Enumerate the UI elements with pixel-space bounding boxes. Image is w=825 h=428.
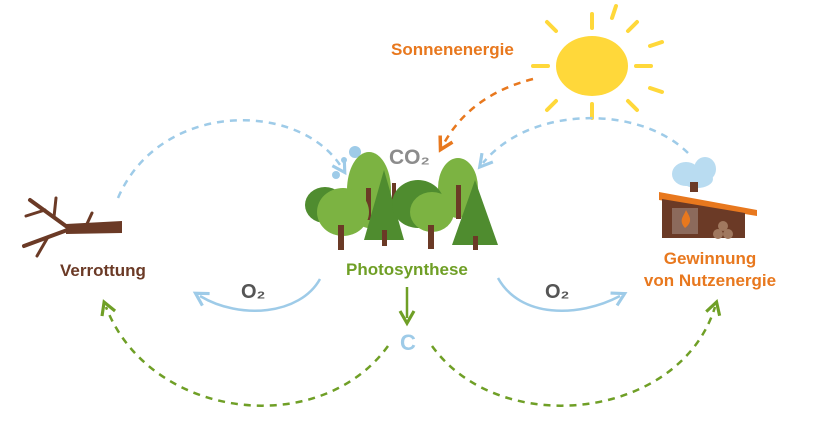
co2-arrow-from-energy <box>477 117 689 170</box>
gewinnung-label: Gewinnung von Nutzenergie <box>630 248 790 292</box>
forest-icon <box>305 152 498 250</box>
c-label: C <box>400 330 416 355</box>
sun-energy-arrow <box>443 77 534 145</box>
gewinnung-label-line2: von Nutzenergie <box>643 271 777 290</box>
gewinnung-label-line1: Gewinnung <box>663 249 757 268</box>
sun-icon <box>531 4 664 120</box>
co2-label: CO₂ <box>389 146 430 169</box>
photosynthese-label: Photosynthese <box>346 260 468 279</box>
carbon-arrow-to-verrottung <box>100 299 390 407</box>
verrottung-label: Verrottung <box>60 261 146 280</box>
sonnenenergie-label: Sonnenenergie <box>391 40 514 59</box>
biomass-plant-icon <box>659 157 757 239</box>
o2-label-right: O₂ <box>545 281 570 303</box>
o2-arrow-right <box>496 277 628 312</box>
dead-tree-icon <box>22 196 122 258</box>
carbon-arrow-to-energy <box>430 298 722 407</box>
o2-label-left: O₂ <box>241 281 266 303</box>
co2-arrow-from-verrottung <box>116 119 347 199</box>
o2-arrow-left <box>192 278 322 312</box>
